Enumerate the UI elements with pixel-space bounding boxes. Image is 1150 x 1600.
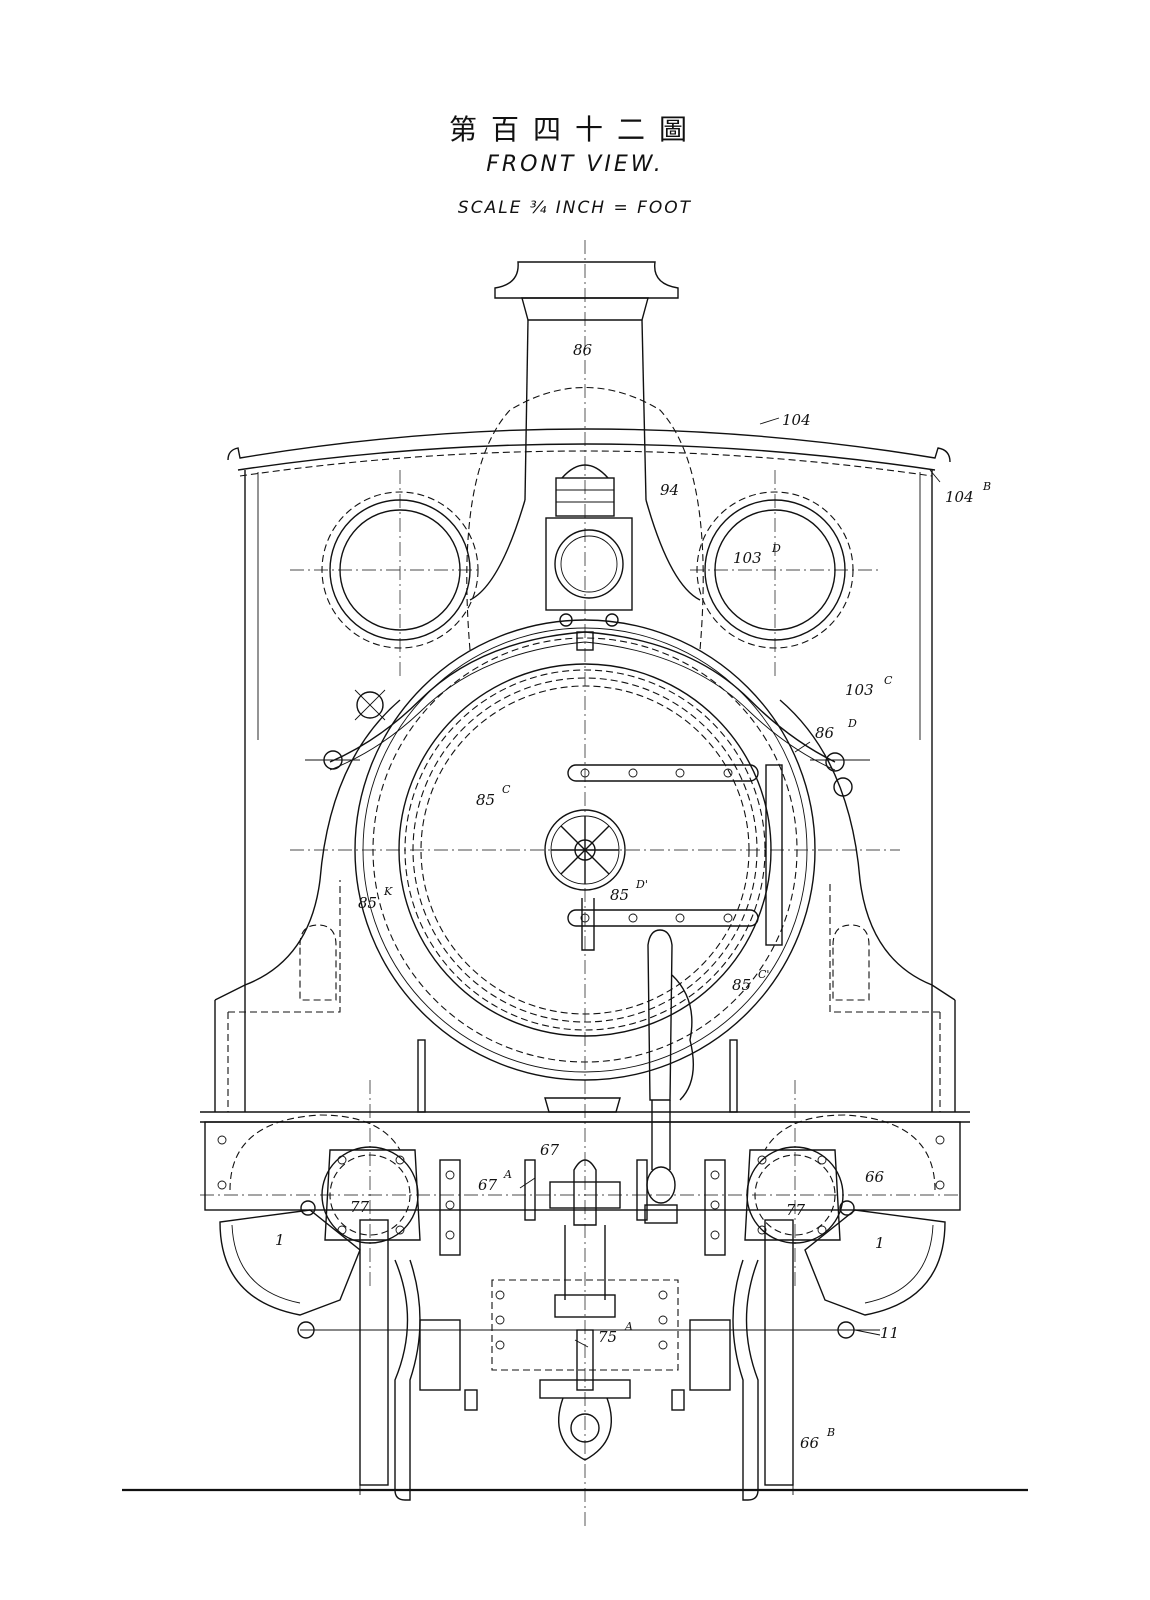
label-86D: 86 xyxy=(815,724,835,742)
label-104: 104 xyxy=(782,411,811,429)
label-85K: 85 xyxy=(358,894,377,912)
label-66: 66 xyxy=(865,1168,885,1186)
spectacle-windows xyxy=(321,491,854,649)
label-85C-prime-sup: C' xyxy=(758,968,769,981)
frames-and-wheels xyxy=(297,1159,880,1501)
door-hinges xyxy=(567,764,783,951)
label-85D-prime: 85 xyxy=(610,886,629,904)
label-94: 94 xyxy=(660,481,679,499)
leader-lines xyxy=(519,417,941,1348)
buffer-beam xyxy=(200,1111,970,1211)
label-67: 67 xyxy=(540,1141,560,1159)
label-11: 11 xyxy=(880,1324,899,1342)
vacuum-hose xyxy=(644,929,695,1224)
buffers xyxy=(321,1146,844,1244)
headlamp xyxy=(545,464,633,627)
label-67A-sup: A xyxy=(503,1168,512,1181)
view-title: FRONT VIEW. xyxy=(486,152,664,177)
label-85C-prime: 85 xyxy=(732,976,751,994)
label-86D-sup: D xyxy=(847,717,857,730)
label-85D-prime-sup: D' xyxy=(635,878,648,891)
callouts: 86 104 104 B 94 103 D 103 C 86 D 85 C 85… xyxy=(275,341,991,1452)
label-103D: 103 xyxy=(733,549,762,567)
label-85K-sup: K xyxy=(383,885,393,898)
label-85C-sup: C xyxy=(502,783,511,796)
label-75A-sup: A xyxy=(624,1320,633,1333)
label-67A: 67 xyxy=(478,1176,498,1194)
label-103D-sup: D xyxy=(771,542,781,555)
label-103C: 103 xyxy=(845,681,874,699)
lamp-irons xyxy=(417,1039,738,1113)
boiler-handrails xyxy=(305,631,870,797)
smokebox-dome xyxy=(466,387,704,651)
label-77-left: 77 xyxy=(350,1198,370,1216)
figure-number-title: 第百四十二圖 xyxy=(448,113,701,146)
label-75A: 75 xyxy=(598,1328,617,1346)
label-66B-sup: B xyxy=(826,1426,835,1439)
label-86: 86 xyxy=(573,341,593,359)
tank-front xyxy=(214,428,956,1112)
chimney xyxy=(494,261,679,501)
label-85C: 85 xyxy=(476,791,495,809)
wheel-splashers xyxy=(219,1114,946,1316)
label-66B: 66 xyxy=(800,1434,820,1452)
label-1-left: 1 xyxy=(275,1231,285,1249)
sand-boxes xyxy=(299,924,870,1001)
label-104B: 104 xyxy=(945,488,974,506)
boiler-front xyxy=(354,619,816,1081)
label-104B-sup: B xyxy=(982,480,991,493)
drawhook xyxy=(524,1159,648,1461)
label-1-right: 1 xyxy=(875,1234,885,1252)
label-77-right: 77 xyxy=(786,1201,806,1219)
scale-note: SCALE ¾ INCH = FOOT xyxy=(457,198,693,218)
label-103C-sup: C xyxy=(884,674,893,687)
door-handwheel xyxy=(544,809,626,891)
centerlines xyxy=(200,240,960,1530)
